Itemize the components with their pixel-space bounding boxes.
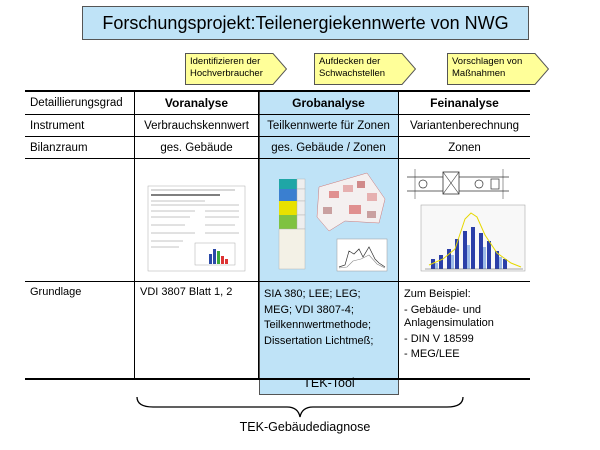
table-cell: Teilkennwerte für Zonen xyxy=(259,115,399,136)
arrow-identifizieren: Identifizieren der Hochverbraucher xyxy=(185,53,287,85)
grobanalyse-zones-thumbnail xyxy=(259,159,399,281)
row-label-empty xyxy=(25,159,135,281)
grundlage-fein-item: - Gebäude- und Anlagensimulation xyxy=(404,303,494,330)
simulation-thumbnail-image xyxy=(407,169,526,272)
row-label: Grundlage xyxy=(25,282,135,378)
arrow-shape xyxy=(314,53,416,85)
table-cell: Variantenberechnung xyxy=(409,119,520,132)
arrow-vorschlagen: Vorschlagen von Maßnahmen xyxy=(447,53,549,85)
tek-gebaeudediagnose-label: TEK-Gebäudediagnose xyxy=(239,420,371,434)
arrow-shape xyxy=(447,53,549,85)
header-grobanalyse: Grobanalyse xyxy=(259,92,399,114)
grundlage-voranalyse: VDI 3807 Blatt 1, 2 xyxy=(140,286,233,298)
page-title: Forschungsprojekt:Teilenergiekennwerte v… xyxy=(102,12,509,33)
grundlage-grob-line: MEG; VDI 3807-4; xyxy=(264,303,354,316)
grundlage-grob-line: Teilkennwertmethode; xyxy=(264,319,372,331)
arrow-label: Identifizieren der Hochverbraucher xyxy=(190,56,300,80)
arrow-aufdecken: Aufdecken der Schwachstellen xyxy=(314,53,416,85)
table-cell: VDI 3807 Blatt 1, 2 xyxy=(135,282,259,378)
voranalyse-document-thumbnail xyxy=(135,159,259,281)
grundlage-grob-line: SIA 380; LEE; LEG; xyxy=(264,288,361,300)
table-cell: ges. Gebäude xyxy=(135,137,259,158)
grundlage-fein-item: - DIN V 18599 xyxy=(404,332,474,345)
arrow-label: Vorschlagen von Maßnahmen xyxy=(452,56,562,80)
table-cell: Verbrauchskennwert xyxy=(135,115,259,136)
header-voranalyse: Voranalyse xyxy=(135,92,259,114)
table-cell: Zonen xyxy=(448,141,481,154)
row-label: Detaillierungsgrad xyxy=(25,92,135,114)
grundlage-fein-item: - MEG/LEE xyxy=(404,348,460,360)
table-cell: SIA 380; LEE; LEG; MEG; VDI 3807-4; Teil… xyxy=(259,282,399,378)
row-label: Instrument xyxy=(25,115,135,136)
table-row-header: Detaillierungsgrad Voranalyse Grobanalys… xyxy=(25,92,530,115)
arrow-shape xyxy=(185,53,287,85)
title-box: Forschungsprojekt:Teilenergiekennwerte v… xyxy=(82,6,529,40)
analysis-table: Detaillierungsgrad Voranalyse Grobanalys… xyxy=(25,90,530,380)
grundlage-grob-line: Dissertation Lichtmeß; xyxy=(264,334,374,347)
arrow-label-line2: Maßnahmen xyxy=(452,68,506,79)
arrow-label-line2: Schwachstellen xyxy=(319,68,386,79)
grundlage-fein-intro: Zum Beispiel: xyxy=(404,288,471,300)
tek-tool-label: TEK-Tool xyxy=(303,375,355,390)
curly-brace xyxy=(136,396,464,418)
arrow-label-line2: Hochverbraucher xyxy=(190,68,263,79)
arrow-label-line1: Identifizieren der xyxy=(190,56,261,67)
arrow-label-line1: Vorschlagen von xyxy=(452,56,523,67)
table-row-images xyxy=(25,159,530,282)
arrow-label: Aufdecken der Schwachstellen xyxy=(319,56,429,80)
header-feinanalyse: Feinanalyse xyxy=(430,96,499,110)
table-row-bilanzraum: Bilanzraum ges. Gebäude ges. Gebäude / Z… xyxy=(25,137,530,159)
row-label: Bilanzraum xyxy=(25,137,135,158)
table-row-instrument: Instrument Verbrauchskennwert Teilkennwe… xyxy=(25,115,530,137)
arrow-label-line1: Aufdecken der xyxy=(319,56,381,67)
table-cell: ges. Gebäude / Zonen xyxy=(259,137,399,158)
table-cell: Zum Beispiel: - Gebäude- und Anlagensimu… xyxy=(399,282,530,378)
document-thumbnail-image xyxy=(147,185,246,272)
feinanalyse-simulation-thumbnail xyxy=(399,159,530,281)
table-row-grundlage: Grundlage VDI 3807 Blatt 1, 2 SIA 380; L… xyxy=(25,282,530,378)
zones-thumbnail-image xyxy=(278,172,388,272)
